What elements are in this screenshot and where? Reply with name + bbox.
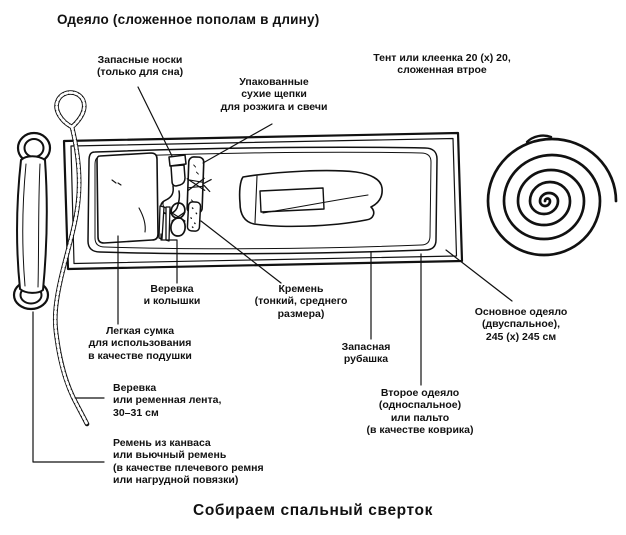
- rope-icon: [52, 90, 90, 427]
- leader-rope-pegs: [160, 233, 178, 284]
- label-tent: Тент или клеенка 20 (х) 20, сложенная вт…: [373, 52, 511, 77]
- rolled-blanket-spiral-icon: [486, 134, 618, 257]
- spare-socks-icon: [159, 154, 187, 215]
- canvas-strap-icon: [12, 131, 52, 311]
- pillow-bag-icon: [96, 152, 159, 244]
- diagram-title-top: Одеяло (сложенное пополам в длину): [57, 12, 320, 27]
- label-bag: Легкая сумка для использования в качеств…: [88, 325, 192, 362]
- leader-spare-socks: [137, 86, 173, 157]
- label-rope-pegs: Веревка и колышки: [143, 283, 201, 308]
- flint-icon: [186, 201, 202, 232]
- leader-kindling: [202, 123, 273, 164]
- label-canvas-strap: Ремень из канваса или вьючный ремень (в …: [113, 437, 264, 487]
- tent-pegs-icon: [158, 205, 171, 242]
- label-shirt: Запасная рубашка: [341, 341, 391, 366]
- leader-canvas-strap: [32, 311, 105, 463]
- label-second-blanket: Второе одеяло (односпальное) или пальто …: [366, 387, 474, 437]
- label-flint: Кремень (тонкий, среднего размера): [254, 283, 348, 320]
- label-spare-socks: Запасные носки (только для сна): [96, 54, 184, 79]
- label-main-blanket: Основное одеяло (двуспальное), 245 (х) 2…: [474, 306, 568, 343]
- leader-main-blanket: [445, 249, 513, 302]
- label-rope-strap: Веревка или ременная лента, 30–31 см: [113, 382, 222, 419]
- label-kindling: Упакованные сухие щепки для розжига и св…: [220, 76, 328, 113]
- spare-shirt-icon: [238, 169, 383, 228]
- leader-flint: [200, 220, 282, 284]
- leader-lines: [32, 86, 513, 463]
- diagram-title-bottom: Собираем спальный сверток: [193, 502, 433, 519]
- cord-coil-icon: [170, 202, 186, 237]
